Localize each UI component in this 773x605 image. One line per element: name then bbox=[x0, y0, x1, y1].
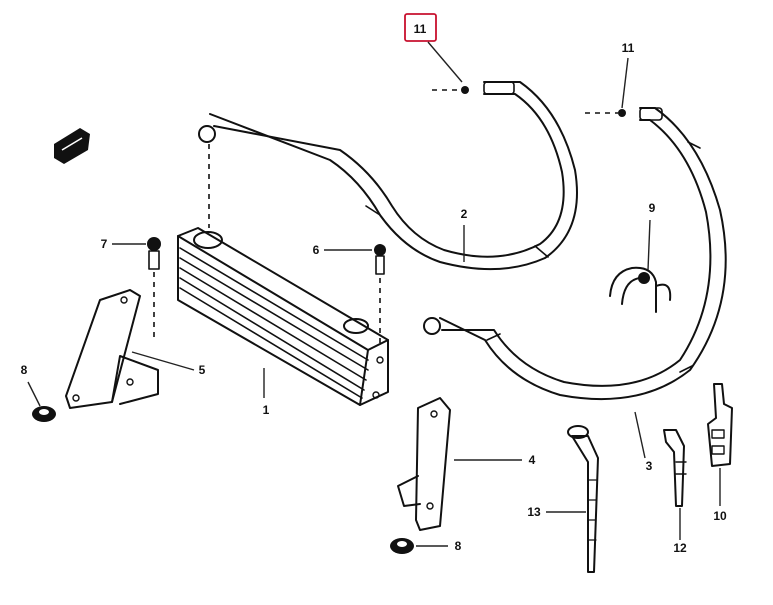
grommet bbox=[54, 128, 90, 164]
nut-11a bbox=[461, 86, 469, 94]
clamp-9 bbox=[609, 266, 672, 313]
callout-11b-label: 11 bbox=[622, 41, 635, 55]
part-13 bbox=[567, 425, 599, 573]
callout-1-label: 1 bbox=[263, 403, 270, 417]
bolt-6 bbox=[374, 244, 386, 275]
callout-4-label: 4 bbox=[529, 453, 536, 467]
callout-3-label: 3 bbox=[646, 459, 653, 473]
nut-11b bbox=[618, 109, 626, 117]
leader-9 bbox=[647, 219, 651, 271]
callout-2-label: 2 bbox=[461, 207, 468, 221]
bracket-5 bbox=[65, 289, 159, 409]
leader-11b bbox=[621, 57, 629, 109]
callout-8a-label: 8 bbox=[21, 363, 28, 377]
nut-8-left bbox=[32, 406, 56, 422]
bracket-4 bbox=[397, 397, 451, 531]
callout-10-label: 10 bbox=[713, 509, 727, 523]
callout-13-label: 13 bbox=[527, 505, 541, 519]
part-12 bbox=[663, 429, 687, 507]
leader-5 bbox=[131, 351, 195, 371]
callout-11-highlighted[interactable]: 11 bbox=[404, 13, 437, 42]
nut-8-bottom bbox=[390, 538, 414, 554]
callout-7-label: 7 bbox=[101, 237, 108, 251]
callout-5-label: 5 bbox=[199, 363, 206, 377]
oil-cooler-1 bbox=[177, 227, 389, 406]
callout-9-label: 9 bbox=[649, 201, 656, 215]
hose-3 bbox=[423, 107, 727, 401]
callout-8b-label: 8 bbox=[455, 539, 462, 553]
callout-12-label: 12 bbox=[673, 541, 687, 555]
leader-3 bbox=[634, 411, 646, 459]
callout-6-label: 6 bbox=[313, 243, 320, 257]
leader-8a bbox=[27, 381, 41, 407]
callout-11-label: 11 bbox=[414, 22, 427, 36]
bolt-7 bbox=[147, 237, 161, 270]
leader-11a bbox=[427, 41, 463, 83]
hose-2 bbox=[198, 81, 578, 271]
bracket-10 bbox=[707, 383, 733, 467]
